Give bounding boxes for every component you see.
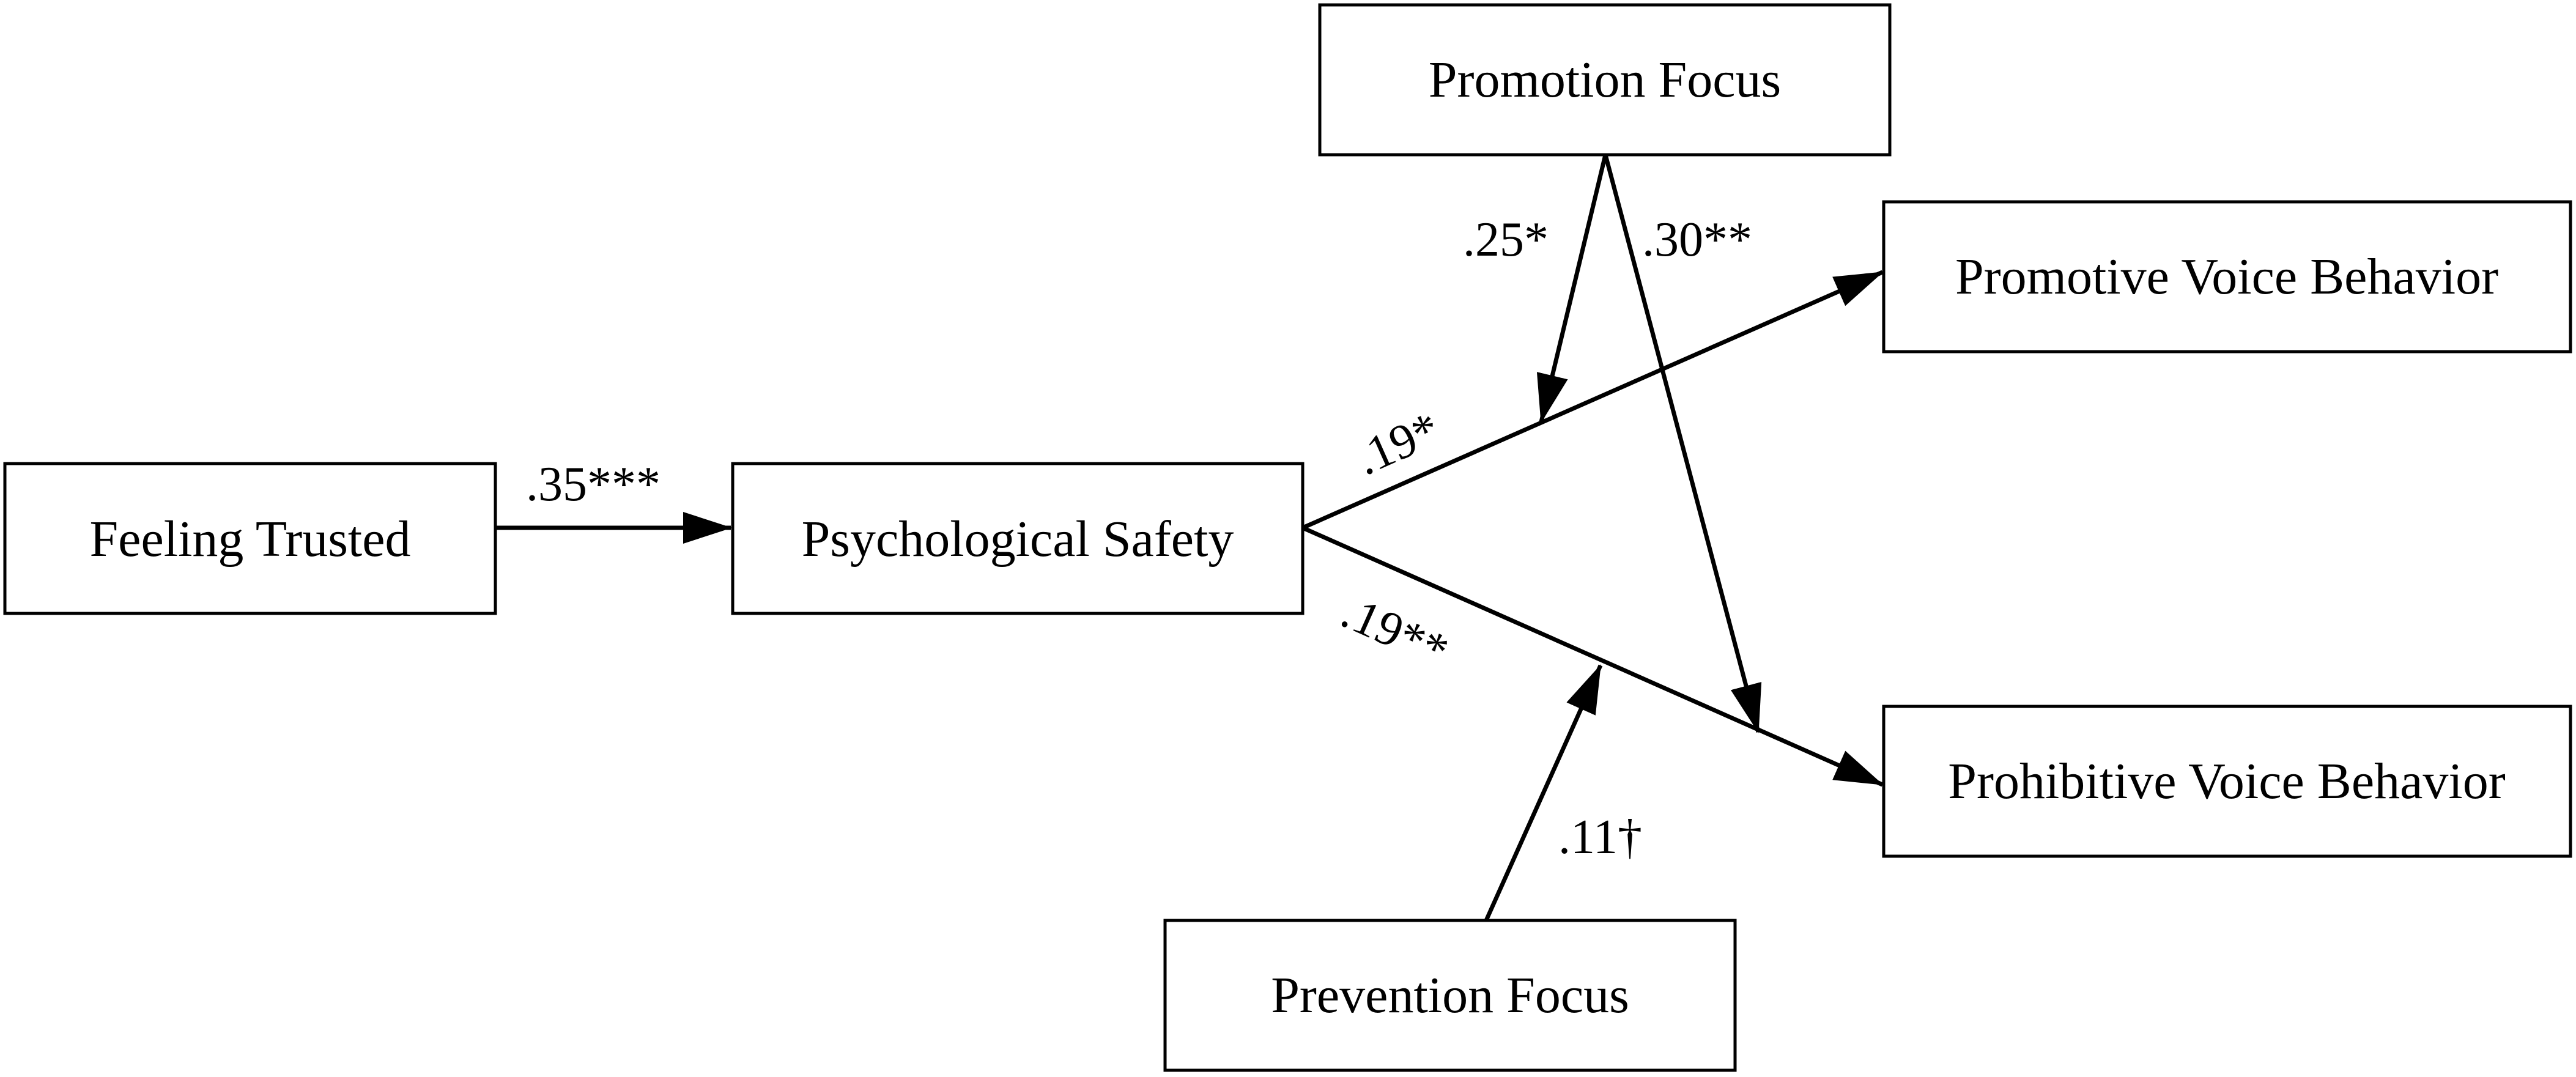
node-label-prohibitive-voice-behavior: Prohibitive Voice Behavior [1948,753,2505,810]
node-label-promotion-focus: Promotion Focus [1429,51,1781,108]
edge-label-trusted-to-safety: .35*** [526,457,661,511]
node-label-promotive-voice-behavior: Promotive Voice Behavior [1955,248,2498,305]
edge-label-safety-to-prohibitive: .19** [1334,585,1456,679]
arrow-promotion-to-prohibitive-path [1603,154,1762,733]
node-prevention-focus: Prevention Focus [1163,919,1737,1072]
node-label-psychological-safety: Psychological Safety [802,511,1234,568]
node-promotive-voice-behavior: Promotive Voice Behavior [1882,200,2572,353]
arrow-promotion-to-promotive-path [1536,154,1608,423]
node-promotion-focus: Promotion Focus [1318,3,1892,157]
node-psychological-safety: Psychological Safety [731,462,1305,615]
arrow-prevention-to-prohibitive-path [1484,664,1603,922]
node-label-prevention-focus: Prevention Focus [1271,967,1629,1024]
arrow-safety-to-promotive [1301,270,1884,530]
edge-label-promotion-to-prohibitive-path: .30** [1642,213,1752,267]
arrow-safety-to-prohibitive [1301,525,1884,787]
edge-label-safety-to-promotive: .19* [1348,402,1448,486]
edge-label-prevention-to-prohibitive-path: .11† [1558,810,1642,864]
edge-label-promotion-to-promotive-path: .25* [1463,213,1549,267]
node-feeling-trusted: Feeling Trusted [3,462,497,615]
node-prohibitive-voice-behavior: Prohibitive Voice Behavior [1882,705,2572,858]
node-label-feeling-trusted: Feeling Trusted [89,511,410,568]
